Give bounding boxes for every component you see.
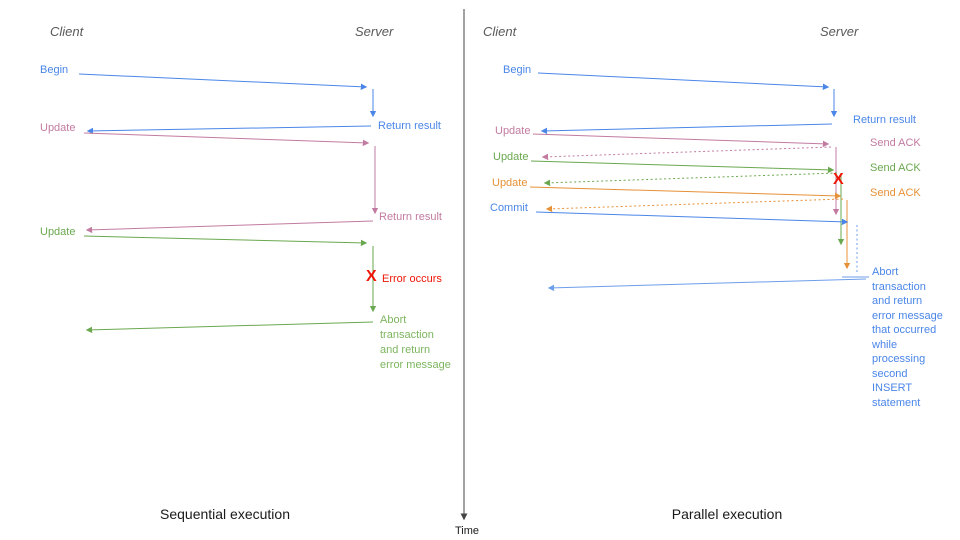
par-update-1-label: Update — [495, 125, 531, 137]
seq-begin-request-arrow — [78, 73, 368, 91]
seq-update-1-request-arrow — [83, 132, 370, 147]
par-ack-3-arrow — [545, 198, 844, 213]
seq-update-1-label: Update — [40, 122, 76, 134]
seq-client-header: Client — [50, 24, 84, 39]
par-update-1-request-arrow — [532, 133, 830, 148]
par-ack-1-arrow — [541, 146, 832, 161]
par-ack-2-arrow — [543, 172, 838, 187]
par-error-x-icon: X — [833, 171, 844, 188]
par-abort-return-arrow — [547, 278, 867, 292]
time-axis-label: Time — [454, 525, 480, 537]
par-return-result-arrow — [540, 123, 833, 135]
seq-error-x-icon: X — [366, 268, 377, 285]
par-update-2-label: Update — [493, 151, 529, 163]
par-begin-request-arrow — [537, 72, 830, 90]
par-title: Parallel execution — [671, 506, 783, 522]
par-commit-label: Commit — [490, 202, 528, 214]
seq-return-result-1-label: Return result — [378, 120, 441, 132]
seq-update-2-label: Update — [40, 226, 76, 238]
par-begin-label: Begin — [503, 64, 532, 76]
seq-server-header: Server — [355, 24, 394, 39]
par-return-result-label: Return result — [853, 114, 916, 126]
seq-error-label: Error occurs — [382, 273, 442, 285]
seq-abort-label: Abort transaction and return error messa… — [380, 314, 451, 371]
seq-begin-label: Begin — [40, 64, 69, 76]
par-update-2-request-arrow — [530, 160, 835, 174]
par-update-3-label: Update — [492, 177, 528, 189]
par-server-header: Server — [820, 24, 859, 39]
par-abort-label: Abort transaction and return error messa… — [872, 266, 943, 409]
par-update-3-request-arrow — [529, 186, 842, 200]
seq-title: Sequential execution — [160, 506, 290, 522]
seq-return-result-2-label: Return result — [379, 211, 442, 223]
seq-return-result-1-arrow — [86, 125, 372, 135]
par-commit-request-arrow — [535, 211, 849, 226]
par-client-header: Client — [483, 24, 517, 39]
seq-return-result-2-arrow — [85, 220, 374, 234]
seq-update-2-request-arrow — [83, 235, 368, 247]
par-send-ack-1-label: Send ACK — [870, 137, 921, 149]
par-send-ack-2-label: Send ACK — [870, 162, 921, 174]
par-send-ack-3-label: Send ACK — [870, 187, 921, 199]
seq-abort-return-arrow — [85, 321, 374, 334]
